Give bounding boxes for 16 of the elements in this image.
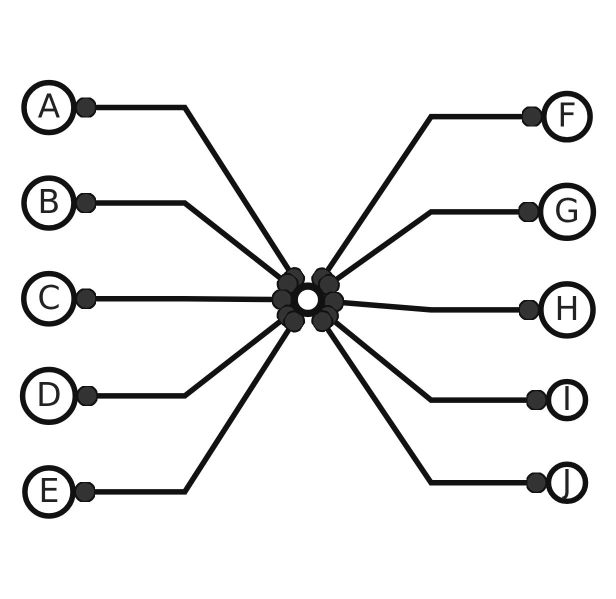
computer-node: J xyxy=(546,461,588,504)
connector xyxy=(74,192,299,295)
computer-node: H xyxy=(538,281,596,339)
connector xyxy=(73,310,306,503)
computer-node: E xyxy=(22,465,76,519)
computer-node: G xyxy=(538,182,596,241)
computer-node: I xyxy=(546,378,588,422)
connector xyxy=(317,200,541,296)
computer-node: A xyxy=(21,80,77,136)
computer-node: C xyxy=(21,270,77,327)
hub-node xyxy=(290,282,326,318)
computer-node: D xyxy=(20,366,78,425)
connector xyxy=(74,288,294,311)
computer-node: F xyxy=(541,90,593,142)
computer-node: B xyxy=(21,175,77,231)
connector xyxy=(311,310,548,494)
